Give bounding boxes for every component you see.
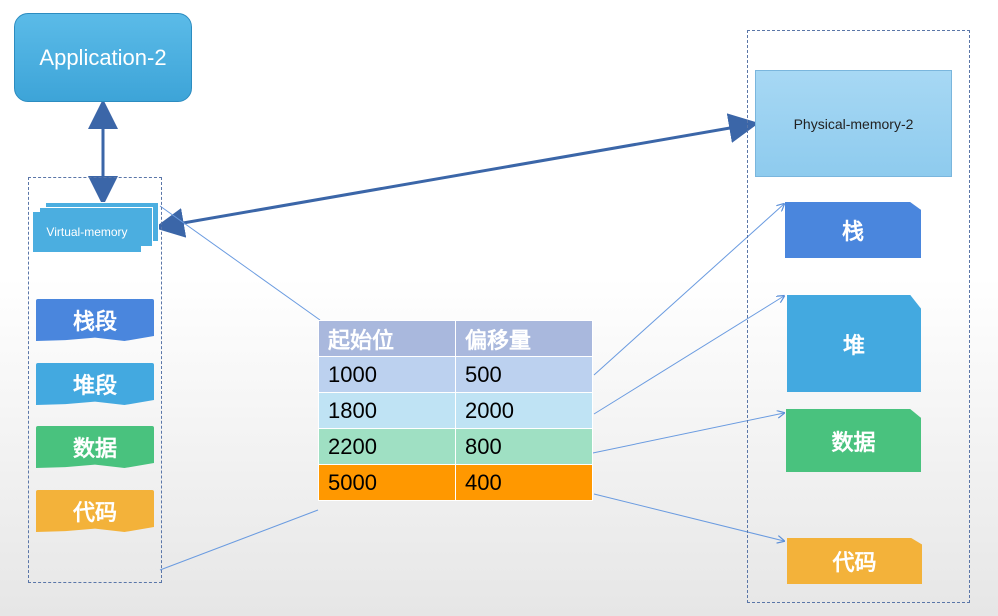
- application-box: Application-2: [14, 13, 192, 102]
- table-row: 1000 500: [318, 356, 593, 393]
- vm-segment-stack: 栈段: [36, 299, 154, 341]
- cell-offset: 500: [455, 356, 593, 393]
- table-row: 2200 800: [318, 428, 593, 465]
- virtual-memory-container: [28, 177, 162, 583]
- table-row: 1800 2000: [318, 392, 593, 429]
- pm-block-heap: 堆: [787, 295, 921, 392]
- cell-offset: 400: [455, 464, 593, 501]
- cell-offset: 2000: [455, 392, 593, 429]
- row1-to-stack: [593, 204, 784, 376]
- physical-memory-box: Physical-memory-2: [755, 70, 952, 177]
- physical-memory-container: [747, 30, 970, 603]
- vm-table-line-bottom: [159, 509, 319, 571]
- header-offset: 偏移量: [455, 320, 593, 357]
- table-header-row: 起始位 偏移量: [318, 320, 593, 357]
- cell-start: 2200: [318, 428, 456, 465]
- cell-start: 1000: [318, 356, 456, 393]
- vm-segment-code: 代码: [36, 490, 154, 532]
- vm-segment-heap: 堆段: [36, 363, 154, 405]
- vm-table-line: [159, 205, 321, 321]
- vm-segment-data: 数据: [36, 426, 154, 468]
- row2-to-heap: [593, 296, 784, 415]
- header-start: 起始位: [318, 320, 456, 357]
- virtual-memory-box: Virtual-memory: [33, 212, 141, 252]
- cell-offset: 800: [455, 428, 593, 465]
- pm-block-stack: 栈: [785, 202, 921, 258]
- row3-to-data: [587, 413, 784, 455]
- vm-pm-arrow: [154, 113, 759, 238]
- cell-start: 5000: [318, 464, 456, 501]
- mapping-table: 起始位 偏移量 1000 500 1800 2000 2200 800 5000…: [318, 320, 593, 501]
- cell-start: 1800: [318, 392, 456, 429]
- pm-block-data: 数据: [786, 409, 921, 472]
- row4-to-code: [593, 493, 784, 541]
- table-row: 5000 400: [318, 464, 593, 501]
- pm-block-code: 代码: [787, 538, 922, 584]
